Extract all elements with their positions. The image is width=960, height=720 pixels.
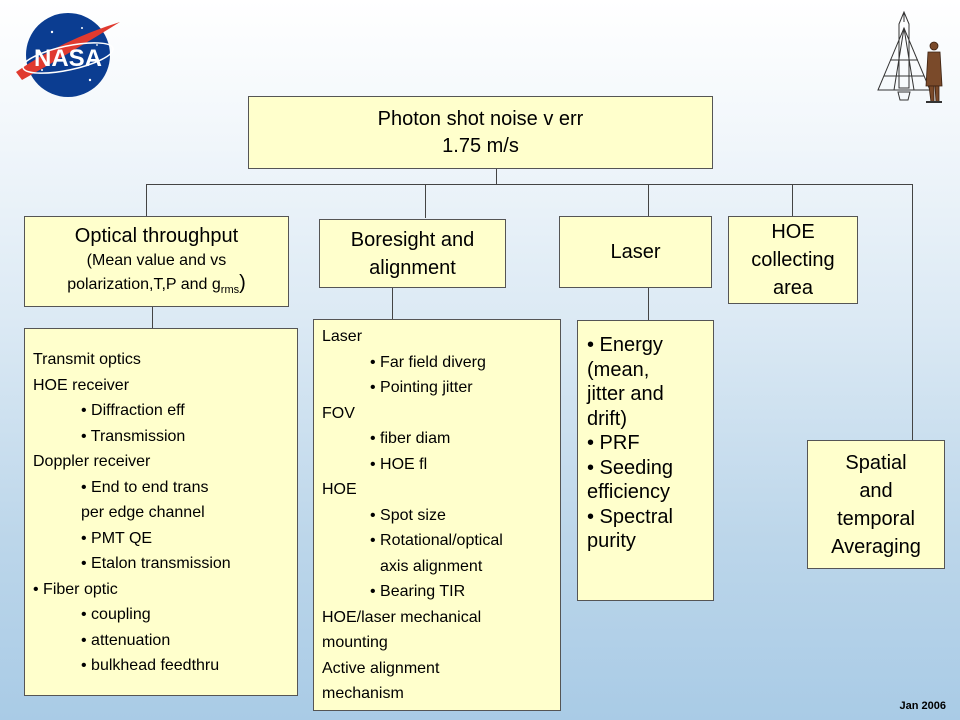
- root-node: Photon shot noise v err 1.75 m/s: [248, 96, 713, 169]
- hoe-line-3: area: [772, 277, 814, 299]
- list-item: • End to end trans: [81, 478, 209, 496]
- list-item: • Bearing TIR: [370, 583, 466, 600]
- list-item: (mean,: [587, 358, 650, 381]
- spatial-line-1: Spatial: [845, 451, 907, 474]
- list-item: Active alignment: [322, 659, 440, 677]
- boresight-title-2: alignment: [369, 256, 456, 279]
- svg-text:NASA: NASA: [34, 45, 102, 72]
- list-item: • Far field diverg: [370, 353, 486, 371]
- laser-node: Laser: [559, 216, 712, 288]
- boresight-node: Boresight and alignment: [319, 219, 506, 288]
- optical-sub2-close: ): [239, 271, 246, 294]
- list-item: mounting: [322, 634, 388, 651]
- boresight-detail-list: Laser • Far field diverg • Pointing jitt…: [313, 319, 561, 711]
- list-item: mechanism: [322, 685, 404, 702]
- optical-sub2-text: polarization,T,P and g: [67, 275, 221, 293]
- hoe-collecting-node: HOE collecting area: [728, 216, 858, 304]
- nasa-logo: NASA: [16, 13, 120, 97]
- optical-sub1: (Mean value and vs: [86, 251, 227, 269]
- list-item: Laser: [322, 328, 363, 345]
- connector: [912, 184, 913, 440]
- connector: [146, 184, 913, 185]
- root-value: 1.75 m/s: [442, 134, 519, 157]
- list-item: HOE/laser mechanical: [322, 608, 482, 626]
- list-item: • attenuation: [81, 631, 171, 649]
- list-item: • Diffraction eff: [81, 402, 185, 419]
- connector: [496, 168, 497, 185]
- laser-detail-list: • Energy (mean, jitter and drift) • PRF …: [577, 320, 714, 601]
- hoe-line-1: HOE: [771, 221, 815, 243]
- list-item: purity: [587, 530, 636, 552]
- connector: [152, 306, 153, 329]
- list-item: efficiency: [587, 481, 671, 503]
- connector: [648, 184, 649, 216]
- laser-title: Laser: [610, 240, 661, 263]
- list-item: • Transmission: [81, 427, 186, 445]
- list-item: • Rotational/optical: [370, 532, 503, 549]
- spatial-line-3: temporal: [837, 507, 915, 530]
- list-item: HOE receiver: [33, 376, 130, 394]
- list-item: Transmit optics: [33, 351, 141, 368]
- connector: [392, 288, 393, 319]
- list-item: jitter and: [587, 383, 664, 405]
- list-item: per edge channel: [81, 504, 205, 521]
- optical-detail-list: Transmit optics HOE receiver • Diffracti…: [24, 328, 298, 696]
- connector: [146, 184, 147, 216]
- list-item: Doppler receiver: [33, 453, 151, 470]
- list-item: • Fiber optic: [33, 580, 118, 598]
- list-item: HOE: [322, 481, 357, 498]
- list-item: • fiber diam: [370, 430, 451, 447]
- list-item: FOV: [322, 404, 355, 422]
- list-item: • Spot size: [370, 506, 446, 524]
- connector: [425, 184, 426, 218]
- list-item: • Seeding: [587, 456, 673, 479]
- list-item: axis alignment: [380, 557, 483, 575]
- optical-title: Optical throughput: [74, 224, 239, 247]
- list-item: • bulkhead feedthru: [81, 657, 220, 674]
- list-item: • PMT QE: [81, 529, 153, 547]
- footer-date: Jan 2006: [899, 700, 946, 712]
- connector: [648, 288, 649, 320]
- spatial-averaging-node: Spatial and temporal Averaging: [807, 440, 945, 569]
- spatial-line-2: and: [859, 479, 893, 502]
- list-item: drift): [587, 407, 627, 430]
- list-item: • Energy: [587, 334, 663, 356]
- list-item: • Spectral: [587, 505, 673, 528]
- hoe-line-2: collecting: [751, 249, 835, 271]
- list-item: • Etalon transmission: [81, 555, 231, 572]
- spatial-line-4: Averaging: [831, 535, 921, 558]
- list-item: • PRF: [587, 432, 640, 454]
- root-title: Photon shot noise v err: [377, 107, 584, 130]
- boresight-title-1: Boresight and: [350, 228, 475, 251]
- optical-throughput-node: Optical throughput (Mean value and vs po…: [24, 216, 289, 307]
- rocket-illustration: [877, 10, 943, 103]
- optical-sub2: polarization,T,P and grms): [67, 272, 246, 301]
- list-item: • Pointing jitter: [370, 379, 473, 396]
- list-item: • coupling: [81, 606, 151, 623]
- list-item: • HOE fl: [370, 455, 428, 473]
- connector: [792, 184, 793, 216]
- optical-sub2-subscript: rms: [220, 284, 240, 297]
